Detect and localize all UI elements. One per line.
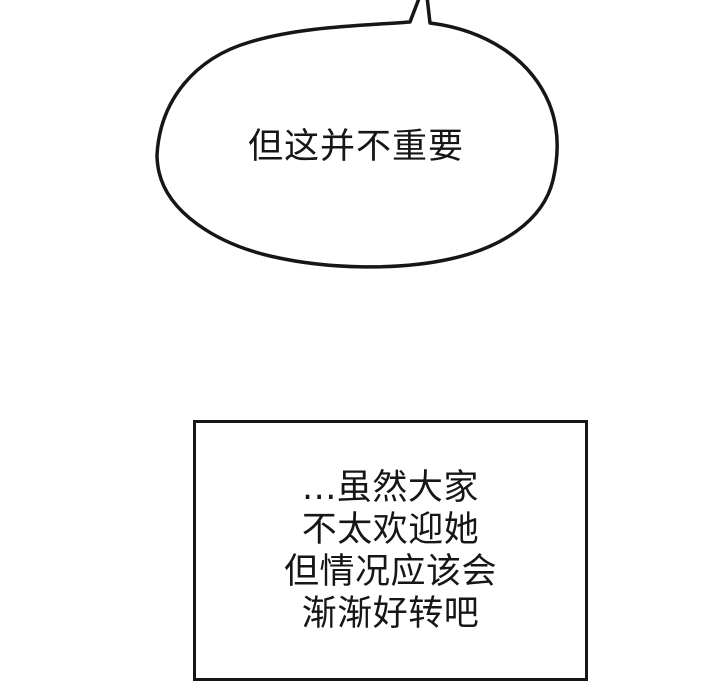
caption-line-1: ...虽然大家 <box>302 467 479 508</box>
speech-bubble-outline <box>155 0 559 269</box>
caption-box: ...虽然大家 不太欢迎她 但情况应该会 渐渐好转吧 <box>193 420 588 681</box>
caption-line-2: 不太欢迎她 <box>301 509 480 550</box>
caption-line-3: 但情况应该会 <box>283 551 497 592</box>
speech-bubble-text: 但这并不重要 <box>247 127 464 167</box>
caption-line-4: 渐渐好转吧 <box>301 593 480 634</box>
